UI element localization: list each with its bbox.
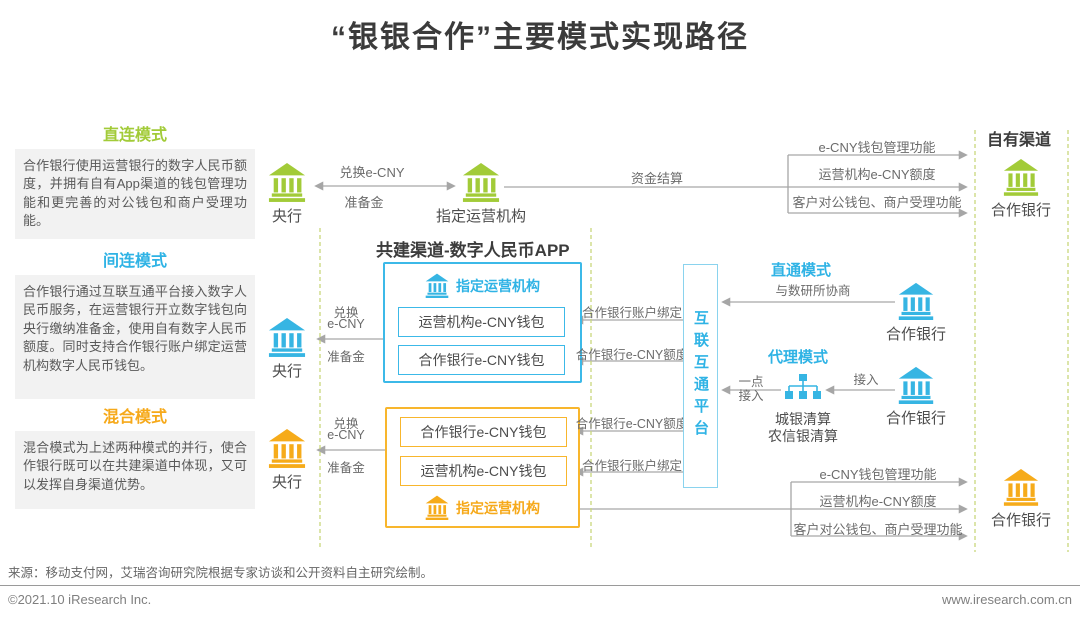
label-single-point-2: 接入 xyxy=(738,389,764,403)
wallet-box-coop-ecny: 合作银行e-CNY钱包 xyxy=(398,345,565,375)
mode-title-indirect: 间连模式 xyxy=(102,253,167,270)
bank-icon xyxy=(1003,468,1039,506)
blue-operator-row: 指定运营机构 xyxy=(385,273,580,298)
bank-icon xyxy=(425,273,449,298)
yellow-operator-row: 指定运营机构 xyxy=(387,495,578,520)
direct-mode-title: 直通模式 xyxy=(770,262,832,279)
node-coop-bank-bottom: 合作银行 xyxy=(956,468,1080,530)
agent-mode-title: 代理模式 xyxy=(767,349,829,366)
label-reserve: 准备金 xyxy=(344,195,384,210)
function-label: e-CNY钱包管理功能 xyxy=(818,140,936,155)
wallet-box-coop-ecny: 合作银行e-CNY钱包 xyxy=(400,417,567,447)
mode-desc-direct: 合作银行使用运营银行的数字人民币额度，并拥有自有App渠道的钱包管理功能和更完善… xyxy=(15,149,255,239)
platform-label: 互联互通平台 xyxy=(692,310,709,442)
bank-icon xyxy=(425,495,449,520)
label-settlement: 资金结算 xyxy=(630,171,684,186)
label-ecny-quota: 合作银行e-CNY额度 xyxy=(575,417,689,431)
yellow-operator-frame: 合作银行e-CNY钱包 运营机构e-CNY钱包 指定运营机构 xyxy=(385,407,580,528)
label-clearing-1: 城银清算 xyxy=(775,411,831,427)
operator-label: 指定运营机构 xyxy=(456,499,540,516)
bank-icon xyxy=(897,366,935,404)
node-label: 合作银行 xyxy=(990,202,1051,219)
page-title: “银银合作”主要模式实现路径 xyxy=(331,21,749,54)
interconnect-platform-box: 互联互通平台 xyxy=(683,264,718,488)
node-label: 合作银行 xyxy=(990,512,1051,529)
label-reserve: 准备金 xyxy=(327,461,365,475)
function-label: e-CNY钱包管理功能 xyxy=(819,467,937,482)
function-label: 运营机构e-CNY额度 xyxy=(819,494,937,509)
label-negotiate: 与数研所协商 xyxy=(775,284,851,298)
label-ecny-quota: 合作银行e-CNY额度 xyxy=(575,348,689,362)
joint-channel-header: 共建渠道-数字人民币APP xyxy=(376,241,570,260)
node-label: 央行 xyxy=(271,208,302,225)
mode-desc-indirect: 合作银行通过互联互通平台接入数字人民币服务，在运营银行开立数字钱包向央行缴纳准备… xyxy=(15,275,255,399)
node-coop-bank-own-channel: 合作银行 xyxy=(956,158,1080,220)
mode-title-direct: 直连模式 xyxy=(102,127,167,144)
copyright: ©2021.10 iResearch Inc. xyxy=(8,592,152,607)
label-exchange-2: e-CNY xyxy=(327,428,365,442)
node-coop-bank-agent: 合作银行 xyxy=(851,366,981,428)
label-exchange-2: e-CNY xyxy=(327,317,365,331)
bank-icon xyxy=(897,282,935,320)
label-single-point-1: 一点 xyxy=(738,375,764,389)
mode-desc-hybrid: 混合模式为上述两种模式的并行，使合作银行既可以在共建渠道中体现，又可以发挥自身渠… xyxy=(15,431,255,509)
bank-icon xyxy=(268,317,306,357)
label-clearing-2: 农信银清算 xyxy=(768,428,838,444)
node-coop-bank-direct: 合作银行 xyxy=(851,282,981,344)
node-label: 指定运营机构 xyxy=(435,208,526,225)
node-central-bank-blue: 央行 xyxy=(222,317,352,381)
bank-icon xyxy=(462,162,500,202)
mode-title-hybrid: 混合模式 xyxy=(102,409,167,426)
wallet-box-operator-ecny: 运营机构e-CNY钱包 xyxy=(398,307,565,337)
bank-icon xyxy=(1003,158,1039,196)
node-central-bank-top: 央行 xyxy=(222,162,352,226)
label-access: 接入 xyxy=(853,373,879,387)
node-central-bank-yellow: 央行 xyxy=(222,428,352,492)
bank-icon xyxy=(268,428,306,468)
own-channel-header: 自有渠道 xyxy=(987,132,1052,149)
wallet-box-operator-ecny: 运营机构e-CNY钱包 xyxy=(400,456,567,486)
node-label: 合作银行 xyxy=(885,326,946,343)
label-exchange-1: 兑换 xyxy=(333,417,359,431)
website-link[interactable]: www.iresearch.com.cn xyxy=(941,592,1072,607)
label-account-binding: 合作银行账户绑定 xyxy=(581,459,683,473)
function-label: 客户对公钱包、商户受理功能 xyxy=(793,522,963,537)
label-reserve: 准备金 xyxy=(327,350,365,364)
node-label: 央行 xyxy=(271,363,302,380)
footer-divider xyxy=(0,585,1080,586)
operator-label: 指定运营机构 xyxy=(456,277,540,294)
node-label: 合作银行 xyxy=(885,410,946,427)
label-exchange-ecny: 兑换e-CNY xyxy=(339,165,405,180)
function-label: 客户对公钱包、商户受理功能 xyxy=(792,195,962,210)
label-exchange-1: 兑换 xyxy=(333,306,359,320)
label-account-binding: 合作银行账户绑定 xyxy=(581,306,683,320)
function-label: 运营机构e-CNY额度 xyxy=(818,167,936,182)
source-note: 来源：移动支付网，艾瑞咨询研究院根据专家访谈和公开资料自主研究绘制。 xyxy=(8,566,434,580)
blue-operator-frame: 指定运营机构 运营机构e-CNY钱包 合作银行e-CNY钱包 xyxy=(383,262,582,383)
bank-icon xyxy=(268,162,306,202)
node-designated-operator-top: 指定运营机构 xyxy=(416,162,546,226)
clearing-orgchart-icon xyxy=(785,374,821,399)
node-label: 央行 xyxy=(271,474,302,491)
